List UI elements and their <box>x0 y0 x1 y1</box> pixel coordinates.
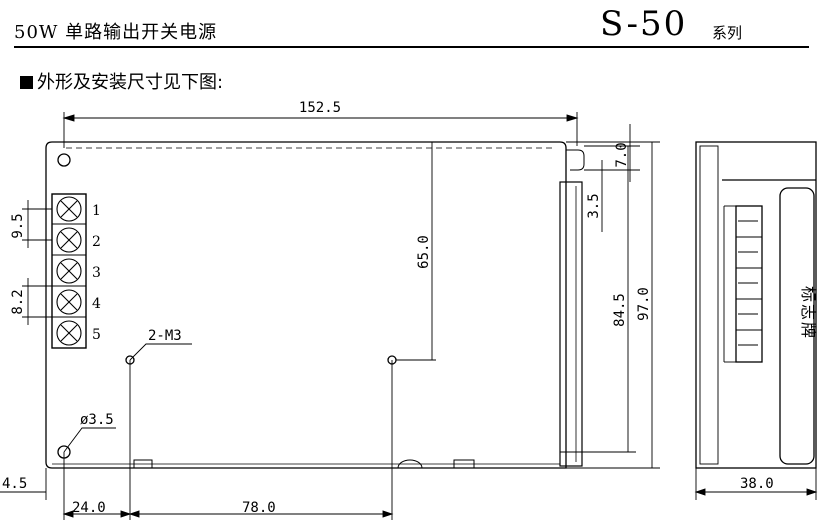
document-title: 50W 单路输出开关电源 <box>14 22 218 43</box>
label-plate-char: 牌 <box>799 322 818 338</box>
front-view-outline <box>45 141 567 469</box>
side-view-outline <box>695 141 817 469</box>
dim-top-offset: 7.0 <box>614 142 630 167</box>
dim-total-height: 97.0 <box>636 287 652 321</box>
dim-side-width: 38.0 <box>740 476 774 492</box>
mounting-rail <box>559 181 583 467</box>
dim-mount-height: 84.5 <box>612 293 628 327</box>
mounting-hole-top <box>57 153 71 167</box>
dim-width: 152.5 <box>299 100 341 116</box>
terminal-number: 1 <box>92 203 101 219</box>
side-terminal-block <box>735 205 763 363</box>
header-rule <box>14 46 809 48</box>
label-plate-char: 标 <box>799 286 818 302</box>
dim-left-offset: 4.5 <box>2 476 27 492</box>
terminal-number: 4 <box>92 296 101 312</box>
terminal-number: 5 <box>92 327 101 343</box>
section-heading: 外形及安装尺寸见下图: <box>20 68 223 94</box>
screw-callout: 2-M3 <box>148 328 182 344</box>
dim-hole-x2: 78.0 <box>242 500 276 516</box>
model-name: S-50 <box>600 4 688 44</box>
label-plate-char: 志 <box>799 304 818 320</box>
dim-pitch-a: 9.5 <box>10 213 26 238</box>
side-label-plate <box>779 187 815 465</box>
terminal-number: 2 <box>92 234 101 250</box>
section-heading-text: 外形及安装尺寸见下图: <box>37 72 224 93</box>
square-bullet-icon <box>20 76 33 89</box>
dim-inner-height: 65.0 <box>416 235 432 269</box>
terminal-number: 3 <box>92 265 101 281</box>
dim-pitch-b: 8.2 <box>10 289 26 314</box>
series-label: 系列 <box>712 24 743 42</box>
dim-hole-x1: 24.0 <box>72 500 106 516</box>
hole-callout: ø3.5 <box>80 412 114 428</box>
dim-rail-offset: 3.5 <box>586 193 602 218</box>
